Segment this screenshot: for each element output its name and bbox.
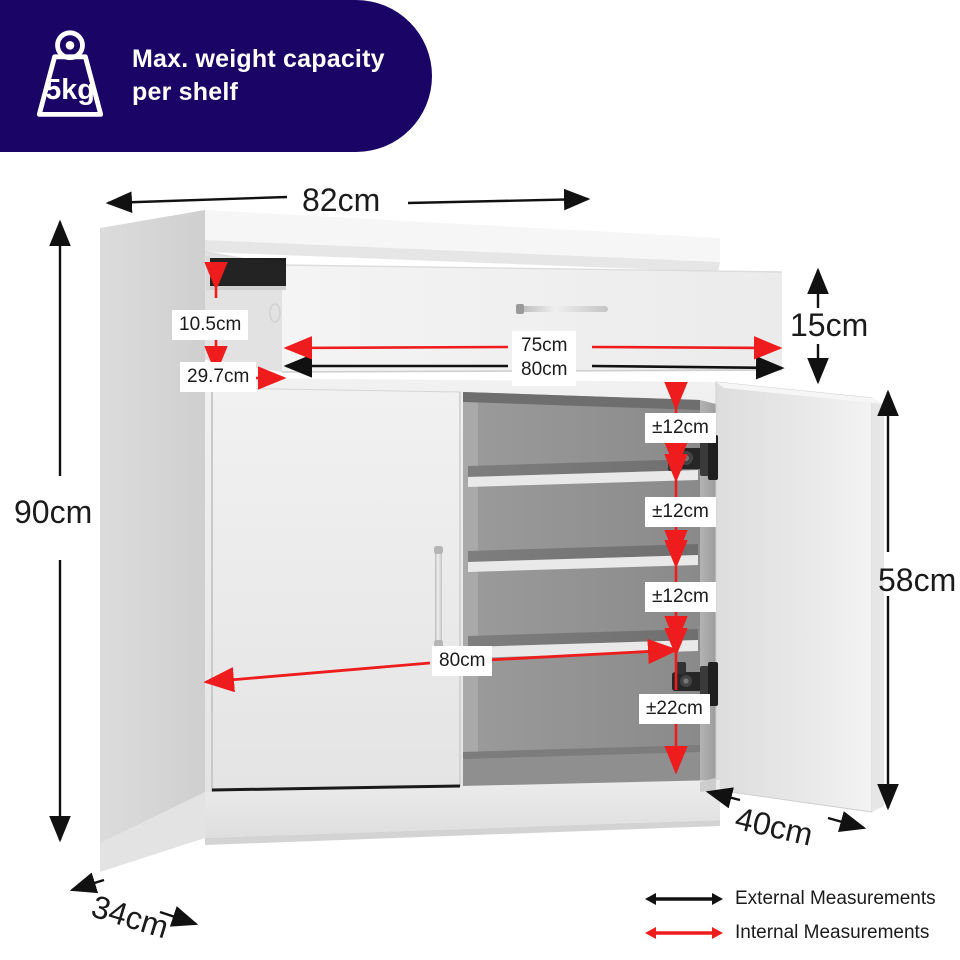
shelf [468,544,698,572]
dim-label-height-90: 90cm [14,494,93,530]
top-drawer-front [282,265,782,372]
badge-weight-value: 5kg [45,74,95,106]
shelf [468,629,698,658]
cabinet-left-side [100,210,205,843]
dim-arrow-top-internal-75 [283,336,783,360]
dim-label-top-height-15: 15cm [790,307,869,343]
cabinet-back-lip-edge [205,240,720,272]
door-handle[interactable] [434,546,443,648]
callout-shelf-internal-80: 80cm [432,646,493,677]
callout-niche-height: 10.5cm [172,310,249,341]
dim-arrow-depth-34 [69,872,199,927]
dim-arrow-shelf-internal-80 [203,638,679,693]
badge-line-2: per shelf [132,78,238,106]
hinge-lower-icon [672,662,718,706]
internal-arrow-icon [645,927,723,939]
open-door[interactable] [715,381,884,813]
weight-5kg-icon: 5kg [36,30,104,117]
badge-line-1: Max. weight capacity [132,45,385,73]
top-drawer-handle[interactable] [516,304,608,314]
badge-text: Max. weight capacity per shelf [132,43,385,109]
legend-row-external: External Measurements [645,885,955,913]
callout-top-widths: 75cm 80cm [512,331,577,386]
callout-shelf-gap-3: ±12cm [645,582,716,613]
dim-arrow-top-external-80 [283,354,785,380]
cabinet-plinth [100,780,720,872]
dim-label-cabinet-height-58: 58cm [878,562,957,598]
callout-top-internal-75: 75cm [521,335,568,356]
dim-label-width-82: 82cm [302,182,381,218]
dim-arrow-door-depth-40 [705,787,867,832]
cable-grommet-icon [269,303,281,323]
cabinet-back-lip [205,210,720,262]
legend: External Measurements Internal Measureme… [645,885,955,953]
shelf [468,459,698,487]
callout-niche-depth: 29.7cm [180,362,257,393]
external-arrow-icon [645,893,723,905]
dim-arrow-width-82 [105,188,591,213]
shelf-group [468,459,698,658]
legend-label-internal: Internal Measurements [735,922,930,943]
cabinet-body [100,210,884,872]
top-left-niche [206,256,286,290]
weight-capacity-badge: 5kg Max. weight capacity per shelf [0,0,432,152]
callout-top-external-80: 80cm [521,359,568,381]
callout-shelf-gap-2: ±12cm [645,497,716,528]
callout-shelf-gap-1: ±12cm [645,413,716,444]
legend-label-external: External Measurements [735,888,936,909]
closed-door[interactable] [211,387,461,793]
legend-row-internal: Internal Measurements [645,919,955,947]
callout-bottom-gap: ±22cm [639,694,710,725]
